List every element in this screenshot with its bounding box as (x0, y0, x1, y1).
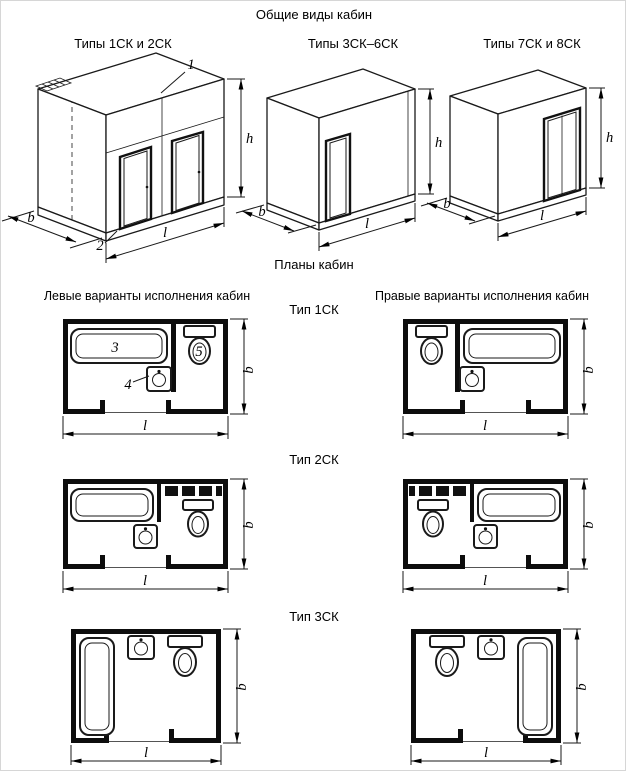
plan-2sk-left-drawing (62, 478, 229, 570)
plan-1sk-left-drawing (62, 318, 229, 415)
dim-h-label: h (606, 130, 613, 146)
dim-l-label: l (483, 573, 487, 589)
dim-b-label: b (581, 366, 597, 373)
panel-seam-horizontal (105, 116, 225, 154)
dim-l-label: l (144, 745, 148, 761)
dim-b-label: b (27, 210, 34, 226)
door-handle (145, 185, 149, 189)
dim-h-label: h (246, 131, 253, 147)
door (324, 132, 352, 223)
plan-3sk-right-drawing (410, 628, 562, 744)
dim-l-label: l (163, 225, 167, 241)
dimension-line-l (105, 222, 225, 260)
callout-3-bathtub: 3 (110, 340, 118, 356)
plan-3sk-left-drawing (70, 628, 222, 744)
door-1-panel (123, 150, 148, 227)
box-left-face (449, 95, 499, 215)
box-left-face (266, 97, 320, 224)
dimension-line-b (241, 210, 295, 232)
dim-h-label: h (435, 135, 442, 151)
dim-l-label: l (540, 208, 544, 224)
dim-b-label: b (241, 366, 257, 373)
plan-1sk-right: b l (402, 318, 597, 439)
dim-b-label: b (574, 683, 590, 690)
dim-b-label: b (581, 521, 597, 528)
plan-2sk-right-drawing (402, 478, 569, 570)
door-2-panel (175, 134, 200, 212)
callout-5-toilet: 5 (195, 344, 202, 360)
iso3-title: Типы 7СК и 8СК (483, 36, 581, 51)
callout-2: 2 (96, 238, 103, 254)
iso-view-7sk-8sk: b l h (420, 69, 613, 241)
row2-type-label: Тип 2СК (289, 452, 339, 467)
roof-vent-block (34, 77, 73, 92)
dim-b-label: b (443, 196, 450, 212)
extension-line (420, 197, 448, 207)
left-variants-header: Левые варианты исполнения кабин (44, 289, 250, 303)
door-1 (118, 145, 153, 231)
dimension-line-l (497, 210, 587, 238)
iso2-title: Типы 3СК–6СК (308, 36, 399, 51)
door-2 (170, 130, 205, 215)
dim-l-label: l (484, 745, 488, 761)
plan-1sk-left: 3 4 5 b l (62, 318, 257, 439)
plan-1sk-right-drawing (402, 318, 569, 415)
callout-1: 1 (187, 57, 194, 73)
right-variants-header: Правые варианты исполнения кабин (375, 289, 589, 303)
dim-b-label: b (258, 204, 265, 220)
plan-3sk-right: b l (410, 628, 590, 765)
dimension-line-l (318, 217, 416, 248)
main-title: Общие виды кабин (256, 7, 372, 22)
dim-b-label: b (234, 683, 250, 690)
callout-4-leader (132, 375, 150, 383)
iso-view-1sk-2sk: 1 2 b l h (1, 52, 253, 263)
plan-2sk-right: b l (402, 478, 597, 593)
callout-1-leader (160, 71, 186, 94)
dim-l-label: l (483, 418, 487, 434)
door-handle (197, 170, 201, 174)
dimension-line-b (7, 215, 77, 243)
plan-3sk-left: b l (70, 628, 250, 765)
extension-line (69, 237, 103, 249)
plan-2sk-left: b l (62, 478, 257, 593)
callout-4-sink: 4 (124, 377, 131, 393)
iso-view-3sk-6sk: b l h (235, 68, 442, 251)
door-panel (547, 111, 577, 199)
dimension-line-b (426, 202, 476, 222)
dim-l-label: l (365, 216, 369, 232)
plans-section-title: Планы кабин (274, 257, 353, 272)
door-panel (329, 137, 347, 219)
extension-line (287, 224, 317, 234)
extension-line (235, 204, 265, 214)
iso1-title: Типы 1СК и 2СК (74, 36, 172, 51)
row1-type-label: Тип 1СК (289, 302, 339, 317)
extension-line (468, 215, 496, 225)
dim-b-label: b (241, 521, 257, 528)
row3-type-label: Тип 3СК (289, 609, 339, 624)
roof-vent-hatch (41, 79, 66, 90)
dim-l-label: l (143, 573, 147, 589)
dim-l-label: l (143, 418, 147, 434)
